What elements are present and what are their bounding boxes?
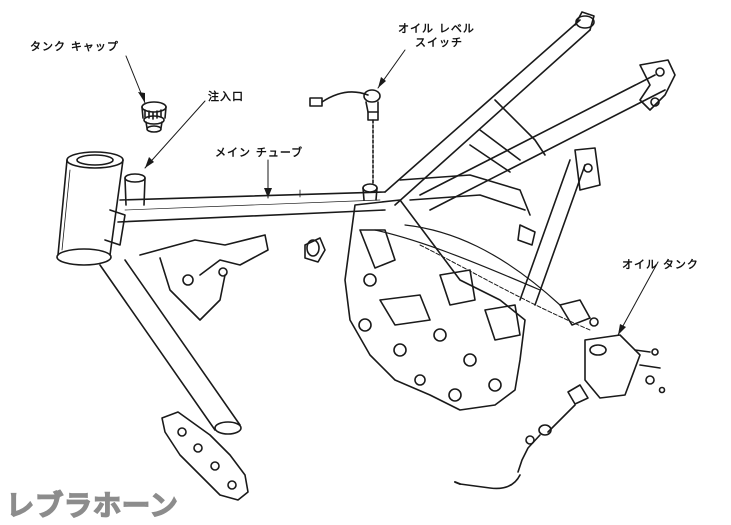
callout-leaders <box>125 49 659 336</box>
main-tube <box>117 189 386 223</box>
cross-tubes <box>399 99 546 246</box>
oil-tank-label: オイル タンク <box>622 258 699 271</box>
oil-hoses <box>374 224 591 331</box>
backbone-tube <box>384 11 595 206</box>
steering-head <box>56 151 126 266</box>
oil-level-switch-part <box>309 89 381 201</box>
oil-drain-hose <box>454 404 576 490</box>
filler-port-label: 注入口 <box>208 90 244 103</box>
engine-hanger-plate <box>161 411 249 501</box>
tank-cap-part <box>141 101 167 133</box>
oil-level-switch-label-1: オイル レベル <box>398 22 475 35</box>
oil-level-switch-label-2: スイッチ <box>415 36 463 49</box>
watermark-logo: レブラホーン <box>5 488 179 523</box>
rear-down-tube <box>519 147 601 306</box>
center-gusset <box>344 199 526 411</box>
tube-clamp <box>304 237 326 263</box>
down-tube <box>99 234 269 435</box>
callout-arrowheads <box>138 77 626 335</box>
seat-rail <box>419 59 676 211</box>
tank-cap-label: タンク キャップ <box>30 40 119 53</box>
main-tube-label: メイン チューブ <box>215 146 304 159</box>
oil-tank-part <box>559 299 666 405</box>
